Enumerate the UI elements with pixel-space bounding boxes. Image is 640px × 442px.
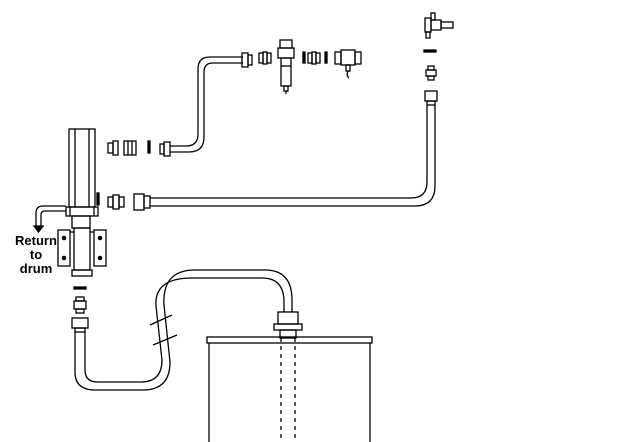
fluid-outlet-fittings	[107, 194, 125, 210]
fluid-outlet-hose	[150, 105, 436, 207]
return-arrow-icon	[32, 225, 45, 234]
separator-bar	[96, 192, 100, 206]
separator-bar	[423, 49, 437, 53]
fluid-hose-end-fitting	[424, 90, 438, 106]
hose-break-line	[152, 334, 178, 346]
separator-bar	[73, 286, 87, 290]
fluid-ball-valve-icon	[424, 12, 454, 39]
suction-tube-inside-drum	[280, 338, 296, 442]
return-line	[35, 205, 66, 226]
air-hose-end-fitting-top	[241, 52, 253, 68]
return-to-drum-label: Return to drum	[10, 234, 62, 276]
air-hose-end-fitting-bottom	[159, 141, 171, 157]
fluid-hose-end-fitting-pump	[133, 193, 151, 211]
return-label-line-3: drum	[19, 261, 53, 276]
air-nipple-fitting-2	[307, 51, 321, 65]
separator-bar	[302, 51, 306, 64]
pump-body	[65, 128, 99, 277]
filter-regulator-icon	[277, 39, 295, 94]
suction-fittings	[71, 296, 89, 333]
air-nipple-fitting	[258, 51, 272, 65]
return-label-line-1: Return	[15, 233, 57, 248]
fluid-nipple-fitting	[425, 65, 437, 81]
return-label-line-2: to	[29, 247, 43, 262]
air-hose	[170, 56, 243, 153]
mounting-bracket	[57, 229, 107, 267]
hose-break-line	[149, 314, 173, 326]
drum-bung-fitting	[273, 311, 303, 339]
air-ball-valve-icon	[334, 49, 362, 79]
drum	[206, 336, 373, 442]
suction-hose	[74, 269, 293, 391]
separator-bar	[147, 140, 151, 154]
air-inlet-fittings	[107, 140, 137, 156]
separator-bar	[324, 51, 328, 64]
